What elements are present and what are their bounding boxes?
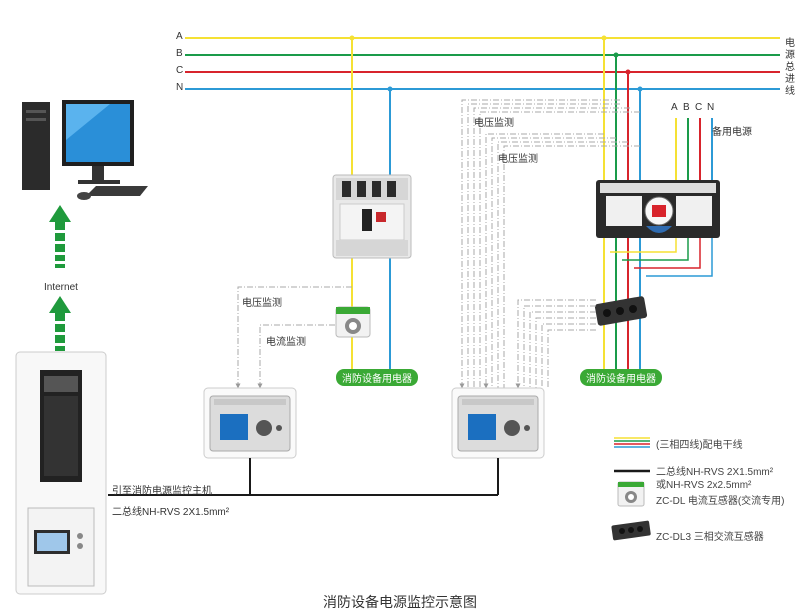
voltage-monitor-label-1: 电压监测	[474, 118, 514, 129]
fire-equipment-tag-right: 消防设备用电器	[580, 369, 662, 386]
main-incoming-label: 电 源 总 进 线	[785, 38, 795, 97]
backup-label-n: N	[707, 102, 715, 113]
current-monitor-label: 电流监测	[266, 337, 306, 348]
legend-ct3-text: ZC-DL3 三相交流互感器	[656, 532, 764, 543]
bus-label-n: N	[176, 82, 184, 93]
voltage-monitor-label-3: 电压监测	[242, 298, 282, 309]
backup-label-b: B	[683, 102, 690, 113]
bus-label-c: C	[176, 65, 184, 76]
monitor-module-left	[209, 395, 291, 452]
legend-power-line-text: (三相四线)配电干线	[656, 440, 743, 451]
legend-bus-line-text-2: 或NH-RVS 2x2.5mm²	[656, 480, 752, 491]
voltage-monitor-label-2: 电压监测	[498, 154, 538, 165]
legend-ct-icon	[617, 481, 645, 507]
diagram-title: 消防设备电源监控示意图	[323, 594, 477, 610]
bus-cable-label: 二总线NH-RVS 2X1.5mm²	[112, 507, 230, 518]
bus-label-b: B	[176, 48, 183, 59]
backup-label-c: C	[695, 102, 703, 113]
backup-label-a: A	[671, 102, 678, 113]
backup-power-label: 备用电源	[712, 127, 752, 138]
computer-icon	[22, 100, 148, 200]
to-host-label: 引至消防电源监控主机	[112, 486, 212, 497]
monitor-module-right	[457, 395, 539, 452]
legend-bus-line-text-1: 二总线NH-RVS 2X1.5mm²	[656, 467, 774, 478]
internet-arrow	[49, 205, 71, 351]
current-transformer-left	[335, 306, 371, 338]
monitor-host-panel	[27, 507, 95, 587]
legend-power-line	[614, 437, 650, 448]
server-cabinet	[40, 370, 82, 482]
bus-label-a: A	[176, 31, 183, 42]
transfer-switch	[596, 180, 720, 238]
legend-ct3-icon	[611, 520, 651, 541]
circuit-breaker	[332, 174, 412, 259]
internet-label: Internet	[44, 282, 78, 293]
fire-equipment-tag-left: 消防设备用电器	[336, 369, 418, 386]
legend-ct-text: ZC-DL 电流互感器(交流专用)	[656, 496, 785, 507]
three-phase-ct	[594, 296, 648, 326]
